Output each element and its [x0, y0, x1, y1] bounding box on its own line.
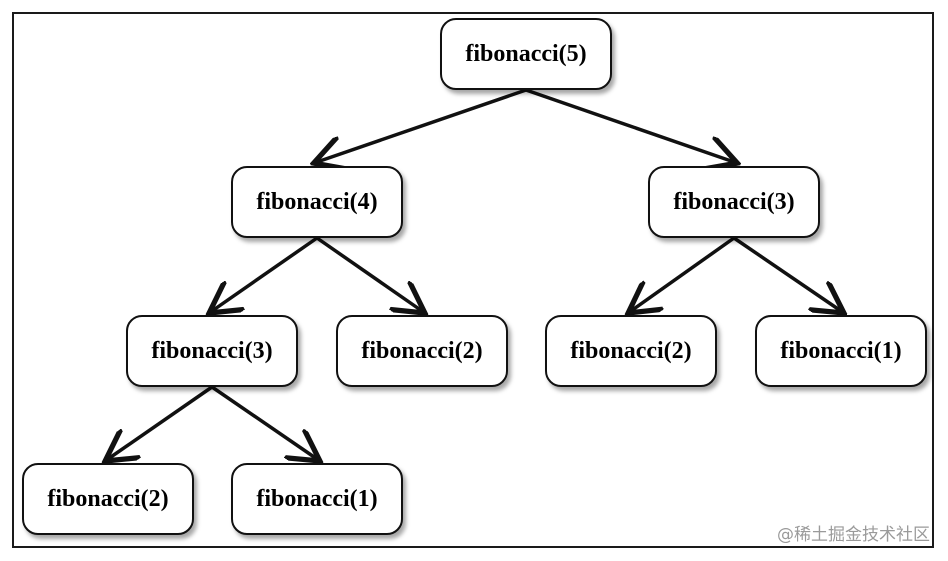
edge-arrow-f5-to-f4 — [317, 88, 527, 162]
node-fibonacci-2: fibonacci(2) — [336, 315, 508, 387]
node-fibonacci-2: fibonacci(2) — [22, 463, 194, 535]
edge-arrow-f3b-to-f2c — [108, 385, 213, 459]
node-fibonacci-2: fibonacci(2) — [545, 315, 717, 387]
edge-arrow-f4-to-f3b — [212, 236, 318, 311]
edge-arrow-f4-to-f2a — [316, 236, 422, 311]
node-fibonacci-1: fibonacci(1) — [231, 463, 403, 535]
edge-arrow-f3b-to-f1b — [211, 385, 317, 459]
diagram-frame — [12, 12, 934, 548]
node-fibonacci-3-left: fibonacci(3) — [126, 315, 298, 387]
node-fibonacci-5-root: fibonacci(5) — [440, 18, 612, 90]
edge-arrow-f5-to-f3a — [525, 88, 734, 162]
watermark: @稀土掘金技术社区 — [777, 525, 930, 545]
node-fibonacci-3-right: fibonacci(3) — [648, 166, 820, 238]
edge-arrow-f3a-to-f2b — [631, 236, 736, 311]
node-fibonacci-1: fibonacci(1) — [755, 315, 927, 387]
edge-arrow-f3a-to-f1a — [733, 236, 841, 311]
node-fibonacci-4: fibonacci(4) — [231, 166, 403, 238]
